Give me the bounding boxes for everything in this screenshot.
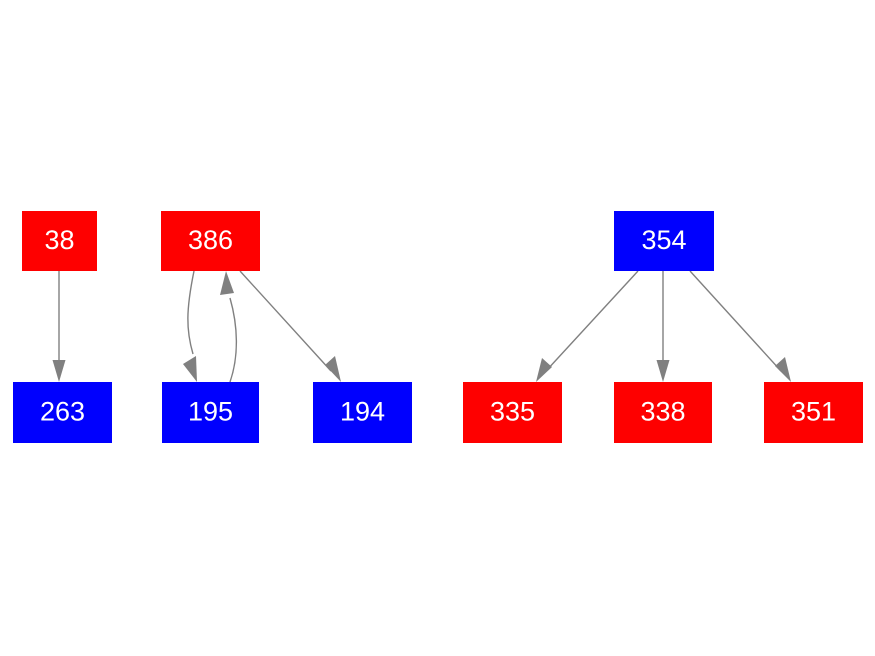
node-box[interactable] <box>13 382 112 443</box>
node-335[interactable]: 335 <box>463 382 562 443</box>
node-351[interactable]: 351 <box>764 382 863 443</box>
edge-line <box>545 270 639 372</box>
node-box[interactable] <box>313 382 412 443</box>
node-label: 351 <box>791 397 836 427</box>
node-box[interactable] <box>463 382 562 443</box>
arrowhead-icon <box>325 356 341 382</box>
node-box[interactable] <box>764 382 863 443</box>
edge-386-to-195[interactable] <box>183 270 197 382</box>
node-354[interactable]: 354 <box>614 211 714 271</box>
node-label: 38 <box>44 225 74 255</box>
node-label: 263 <box>40 397 85 427</box>
edge-line <box>229 297 238 383</box>
node-386[interactable]: 386 <box>161 211 260 271</box>
arrowhead-icon <box>775 357 791 382</box>
node-box[interactable] <box>614 211 714 271</box>
edge-195-to-386[interactable] <box>220 271 238 383</box>
node-label: 194 <box>340 397 385 427</box>
node-194[interactable]: 194 <box>313 382 412 443</box>
arrowhead-icon <box>52 360 66 382</box>
node-label: 195 <box>188 397 233 427</box>
edge-38-to-263[interactable] <box>52 271 66 382</box>
edge-354-to-335[interactable] <box>536 270 639 382</box>
edge-354-to-338[interactable] <box>656 271 670 382</box>
edge-line <box>187 270 195 355</box>
arrowhead-icon <box>220 271 234 295</box>
node-338[interactable]: 338 <box>614 382 712 443</box>
node-label: 335 <box>490 397 535 427</box>
edge-386-to-194[interactable] <box>239 270 341 382</box>
node-label: 338 <box>640 397 685 427</box>
node-layer: 38 386 354 263 195 194 335 338 <box>13 211 863 443</box>
edge-354-to-351[interactable] <box>689 270 791 382</box>
edge-line <box>239 270 332 372</box>
node-label: 354 <box>641 225 686 255</box>
arrowhead-icon <box>183 356 197 382</box>
arrowhead-icon <box>536 358 552 382</box>
node-box[interactable] <box>22 211 97 271</box>
node-38[interactable]: 38 <box>22 211 97 271</box>
node-box[interactable] <box>162 382 259 443</box>
node-label: 386 <box>188 225 233 255</box>
edge-line <box>689 270 782 372</box>
node-195[interactable]: 195 <box>162 382 259 443</box>
node-box[interactable] <box>161 211 260 271</box>
arrowhead-icon <box>656 360 670 382</box>
node-263[interactable]: 263 <box>13 382 112 443</box>
node-box[interactable] <box>614 382 712 443</box>
edge-layer <box>52 270 791 383</box>
